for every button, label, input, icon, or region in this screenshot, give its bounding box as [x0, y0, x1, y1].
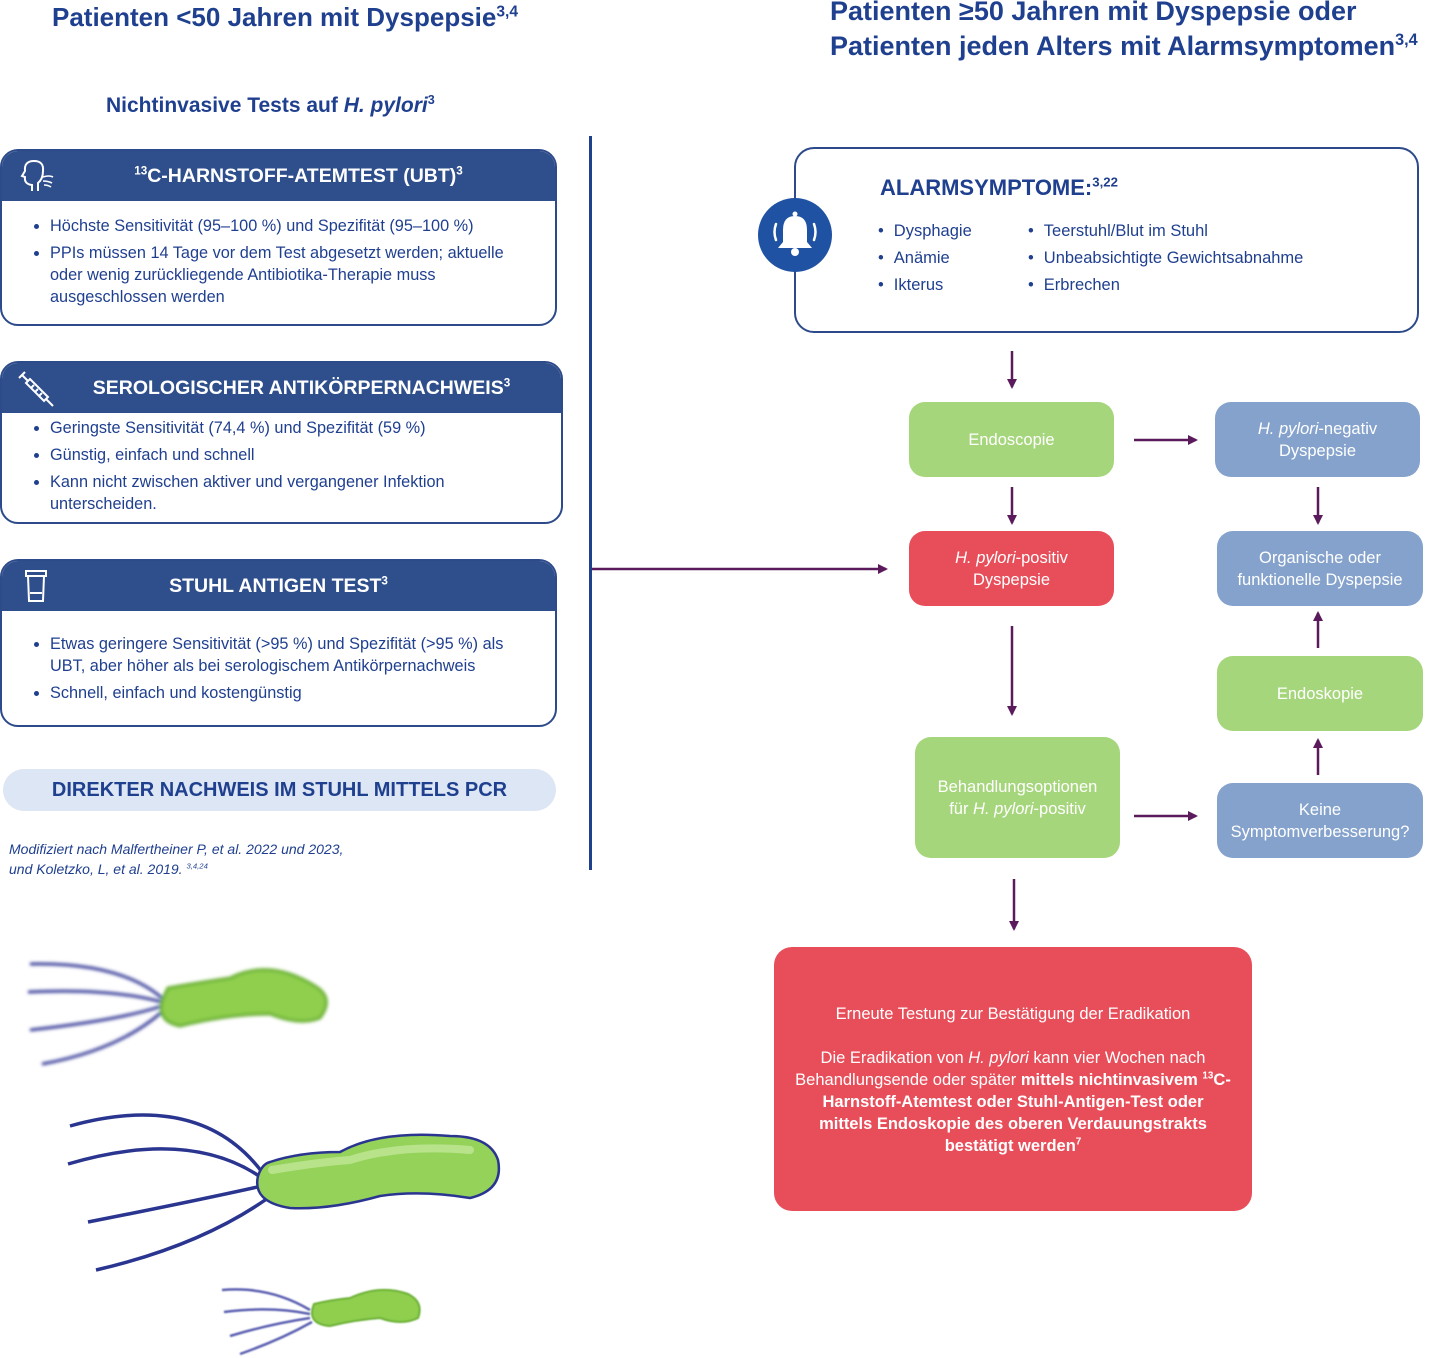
stool-container-icon — [25, 570, 47, 602]
list-item: Geringste Sensitivität (74,4 %) und Spez… — [50, 417, 541, 439]
list-item: Etwas geringere Sensitivität (>95 %) und… — [50, 633, 535, 677]
breath-test-icon — [20, 159, 54, 191]
ubt-card: 13C-HARNSTOFF-ATEMTEST (UBT)3 Höchste Se… — [0, 149, 557, 326]
bacterium-small-top — [27, 962, 328, 1066]
list-item: Ikterus — [878, 272, 972, 299]
alarm-list-col1: Dysphagie Anämie Ikterus — [878, 218, 972, 299]
vertical-divider — [589, 136, 592, 870]
serology-bullet-list: Geringste Sensitivität (74,4 %) und Spez… — [2, 413, 561, 515]
list-item: Günstig, einfach und schnell — [50, 444, 541, 466]
bell-icon — [758, 198, 832, 272]
list-item: Unbeabsichtigte Gewichtsabnahme — [1028, 245, 1304, 272]
left-subheading: Nichtinvasive Tests auf H. pylori3 — [106, 93, 435, 117]
source-note: Modifiziert nach Malfertheiner P, et al.… — [9, 841, 344, 877]
serology-card-header: SEROLOGISCHER ANTIKÖRPERNACHWEIS3 — [2, 363, 561, 413]
stool-antigen-card-header: STUHL ANTIGEN TEST3 — [2, 561, 555, 611]
list-item: Dysphagie — [878, 218, 972, 245]
list-item: PPIs müssen 14 Tage vor dem Test abgeset… — [50, 242, 535, 308]
left-heading: Patienten <50 Jahren mit Dyspepsie3,4 — [52, 2, 519, 32]
eradication-confirmation-box: Erneute Testung zur Bestätigung der Erad… — [774, 947, 1252, 1211]
syringe-icon — [18, 371, 54, 407]
list-item: Erbrechen — [1028, 272, 1303, 299]
list-item: Höchste Sensitivität (95–100 %) und Spez… — [50, 215, 535, 237]
bacterium-large — [67, 1113, 501, 1272]
stool-antigen-bullet-list: Etwas geringere Sensitivität (>95 %) und… — [2, 611, 555, 704]
endoskopie-node: Endoskopie — [1217, 656, 1423, 731]
list-item: Schnell, einfach und kostengünstig — [50, 682, 535, 704]
pcr-label: DIREKTER NACHWEIS IM STUHL MITTELS PCR — [3, 769, 556, 811]
list-item: Kann nicht zwischen aktiver und vergange… — [50, 471, 541, 515]
serology-card: SEROLOGISCHER ANTIKÖRPERNACHWEIS3 Gering… — [0, 361, 563, 524]
alarm-title: ALARMSYMPTOME:3,22 — [880, 174, 1118, 200]
right-heading: Patienten ≥50 Jahren mit Dyspepsie oder … — [830, 0, 1418, 61]
ubt-bullet-list: Höchste Sensitivität (95–100 %) und Spez… — [2, 201, 555, 308]
endoscopie-node: Endoscopie — [909, 402, 1114, 477]
list-item: Teerstuhl/Blut im Stuhl — [1028, 218, 1303, 245]
bacterium-small-bottom — [221, 1288, 421, 1356]
alarm-list-col2: Teerstuhl/Blut im Stuhl Unbeabsichtigte … — [1028, 218, 1304, 299]
stool-antigen-card: STUHL ANTIGEN TEST3 Etwas geringere Sens… — [0, 559, 557, 727]
bacteria-illustration — [27, 962, 501, 1356]
ubt-card-header: 13C-HARNSTOFF-ATEMTEST (UBT)3 — [2, 151, 555, 201]
list-item: Anämie — [878, 245, 972, 272]
